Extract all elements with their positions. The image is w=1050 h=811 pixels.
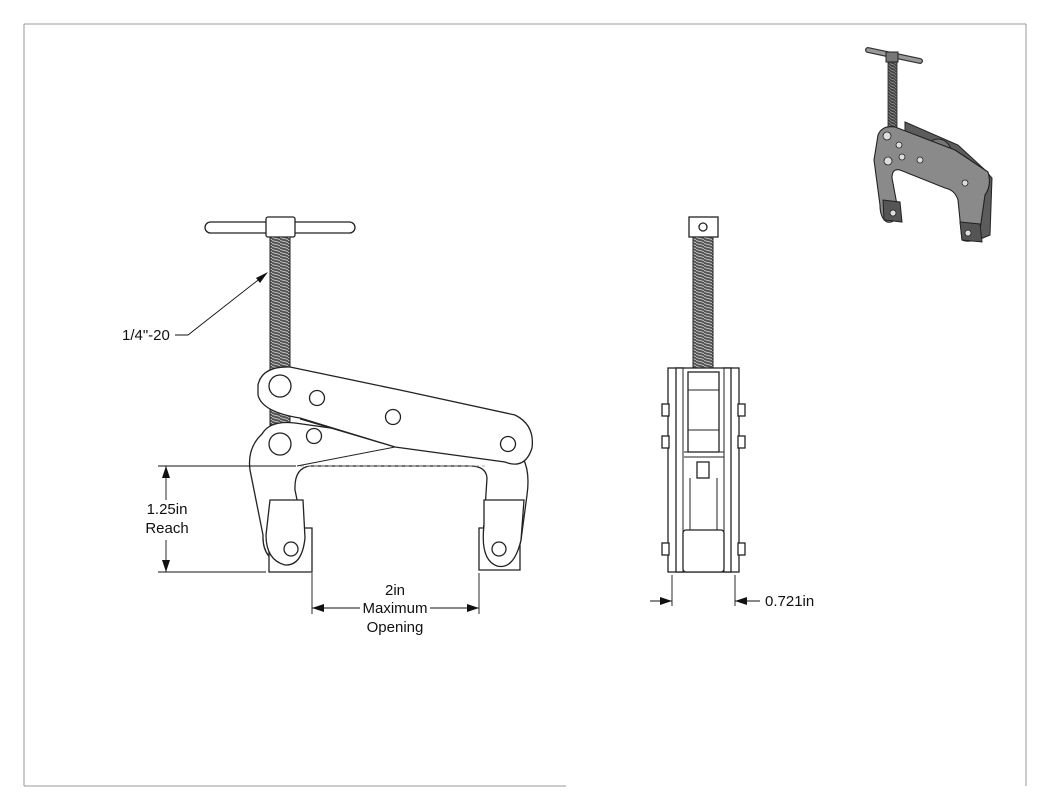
opening-word-2: Opening <box>367 619 424 636</box>
side-view: 0.721in <box>650 216 814 610</box>
front-view: 1/4"-20 1.25in Reach 2in Maximum Opening <box>122 216 534 636</box>
thread-callout <box>175 272 268 336</box>
width-value: 0.721in <box>765 593 814 610</box>
width-dimension <box>650 575 760 606</box>
side-screw <box>692 236 714 370</box>
thread-label: 1/4"-20 <box>122 327 170 344</box>
bolt-heads <box>661 403 746 556</box>
isometric-view <box>865 47 993 243</box>
pivot-holes <box>268 374 517 456</box>
reach-word: Reach <box>145 520 188 537</box>
drawing-frame <box>23 23 1027 787</box>
opening-word-1: Maximum <box>362 600 427 617</box>
opening-value: 2in <box>385 582 405 599</box>
opening-dimension <box>311 573 480 614</box>
reach-value: 1.25in <box>147 501 188 518</box>
reach-dimension <box>158 465 296 573</box>
side-jaw-pad <box>682 529 725 573</box>
t-handle <box>204 216 356 238</box>
